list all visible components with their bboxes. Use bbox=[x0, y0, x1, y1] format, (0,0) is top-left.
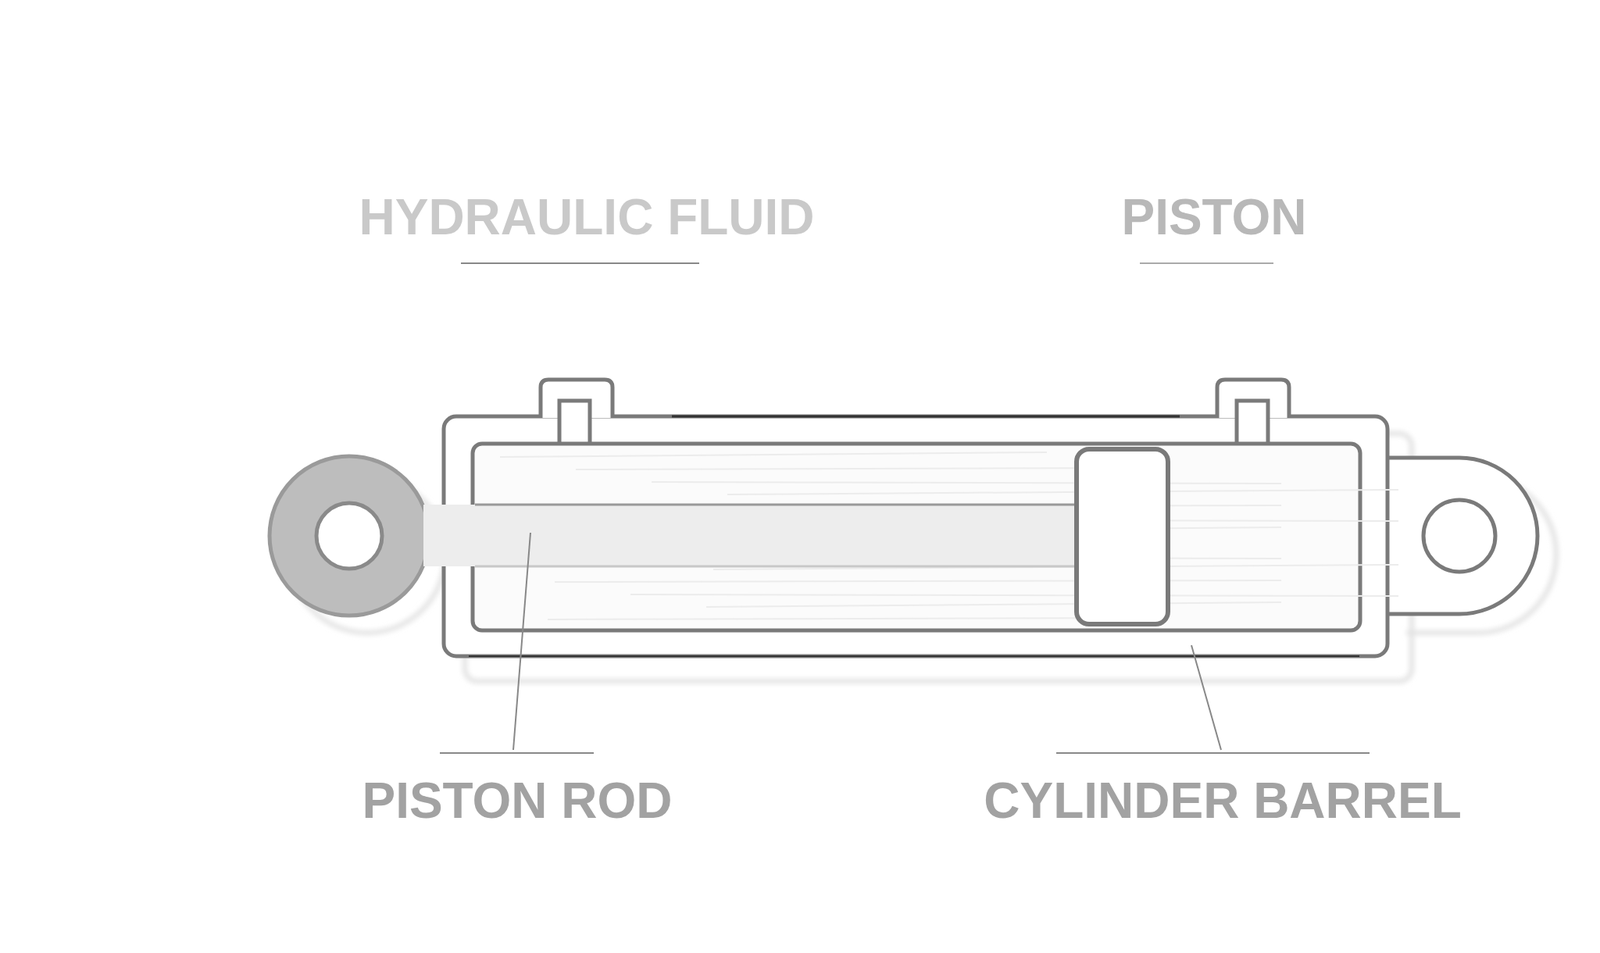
texture-stroke bbox=[547, 617, 1165, 620]
cap-eye bbox=[1387, 457, 1538, 615]
piston bbox=[1076, 449, 1168, 625]
texture-stroke bbox=[727, 489, 1399, 495]
leader-line bbox=[439, 263, 1370, 754]
part-label: PISTON ROD bbox=[361, 775, 672, 826]
rod-edge bbox=[475, 503, 1077, 507]
texture-stroke bbox=[500, 452, 1047, 458]
rod-eye bbox=[269, 456, 429, 616]
barrel-edge bbox=[468, 655, 1360, 658]
piston-rod bbox=[423, 504, 1079, 567]
texture-stroke bbox=[651, 482, 1282, 484]
part-label: HYDRAULIC FLUID bbox=[358, 192, 815, 243]
part-label: CYLINDER BARREL bbox=[983, 775, 1462, 826]
fluid-port bbox=[540, 379, 1290, 444]
texture-stroke bbox=[706, 602, 1282, 608]
barrel-edge bbox=[671, 415, 1180, 418]
texture-stroke bbox=[630, 594, 1399, 597]
texture-stroke bbox=[554, 580, 1282, 583]
part-label: PISTON bbox=[1121, 192, 1307, 243]
rod-edge bbox=[475, 565, 1077, 568]
